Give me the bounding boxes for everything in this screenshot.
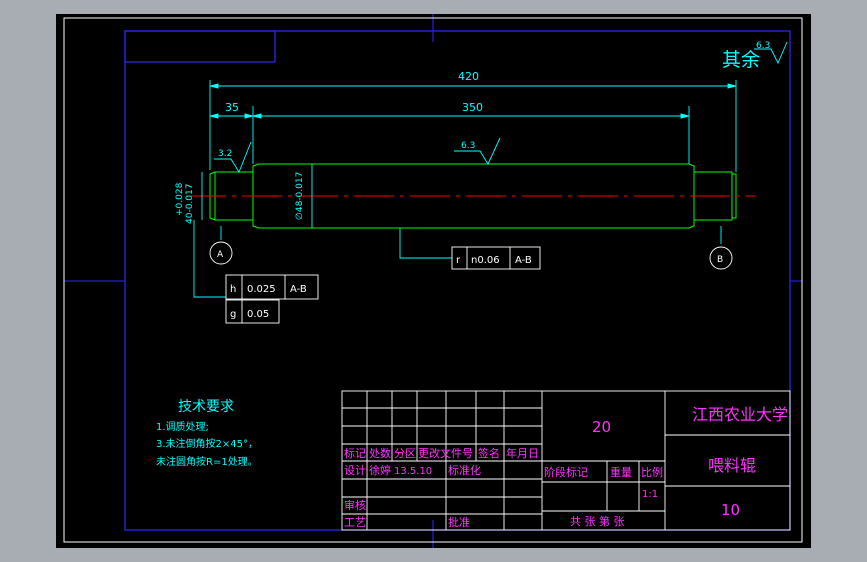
shaft-body <box>252 163 695 229</box>
th-mark: 标记 <box>344 446 366 460</box>
roughness-mark-body-value: 6.3 <box>461 141 475 151</box>
outer-border <box>63 17 803 543</box>
tol-symbol-runout: r <box>456 255 461 266</box>
tol-value-circularity: 0.025 <box>247 284 276 295</box>
process-label: 工艺 <box>344 516 366 529</box>
tol-datum-circularity: A-B <box>290 284 307 295</box>
cad-viewport[interactable]: 其余 6.3 420 35 350 3.2 6.3 +0.028 40-0.01… <box>56 14 811 548</box>
material: 20 <box>592 418 611 436</box>
body-dia: ∅48-0.017 <box>295 172 305 220</box>
svg-text:B: B <box>717 255 723 265</box>
th-zone: 分区 <box>394 447 416 460</box>
design-label: 设计 <box>344 464 366 477</box>
weight-label: 重量 <box>610 465 632 479</box>
right-journal <box>693 171 733 221</box>
roughness-mark-journal: 3.2 <box>218 149 232 159</box>
roughness-note-label: 其余 <box>722 49 760 71</box>
scale-label: 比例 <box>641 465 663 479</box>
tolerance-frame-runout[interactable] <box>451 246 541 270</box>
th-date: 年月日 <box>506 446 539 460</box>
scale-value: 1:1 <box>642 489 658 500</box>
tech-req-item-2: 3.未注倒角按2×45°， <box>156 437 258 450</box>
code-box <box>124 30 276 63</box>
svg-text:A: A <box>217 250 224 260</box>
tol-value-runout: n0.06 <box>471 255 500 266</box>
design-date: 13.5.10 <box>394 466 432 477</box>
part-name: 喂料辊 <box>708 456 756 475</box>
title-block <box>341 390 791 531</box>
tol-datum-runout: A-B <box>515 255 532 266</box>
datum-b[interactable]: B <box>709 246 733 270</box>
th-change-doc: 更改文件号 <box>418 446 473 460</box>
dim-body-length: 350 <box>462 101 483 114</box>
dim-overall: 420 <box>458 70 479 83</box>
dim-journal-length: 35 <box>225 101 239 114</box>
tech-req-item-1: 1.调质处理; <box>156 421 209 433</box>
tolerance-frame-journal[interactable] <box>225 274 319 324</box>
school-name: 江西农业大学 <box>692 405 788 424</box>
approve-label: 批准 <box>448 515 470 529</box>
roughness-note-value: 6.3 <box>756 41 770 51</box>
cad-drawing: 其余 6.3 420 35 350 3.2 6.3 +0.028 40-0.01… <box>63 14 803 548</box>
tech-req-title: 技术要求 <box>178 399 234 415</box>
designer-name: 徐婷 <box>369 463 391 477</box>
stage-mark-label: 阶段标记 <box>544 465 588 479</box>
tol-symbol-cylindricity: g <box>230 309 236 320</box>
th-count: 处数 <box>369 447 391 460</box>
drawing-number: 10 <box>721 501 740 519</box>
roughness-mark-body <box>454 137 501 165</box>
review-label: 审核 <box>344 498 366 512</box>
tol-symbol-circularity: h <box>230 284 236 295</box>
th-sign: 签名 <box>478 446 500 460</box>
tech-req-item-3: 未注圆角按R=1处理。 <box>156 455 258 468</box>
standardization-label: 标准化 <box>448 463 481 477</box>
journal-tol-upper: +0.028 <box>175 182 185 216</box>
tol-value-cylindricity: 0.05 <box>247 309 269 320</box>
datum-a[interactable]: A <box>209 241 233 265</box>
journal-dia: 40-0.017 <box>185 184 195 224</box>
sheet-count: 共 张 第 张 <box>570 514 625 528</box>
